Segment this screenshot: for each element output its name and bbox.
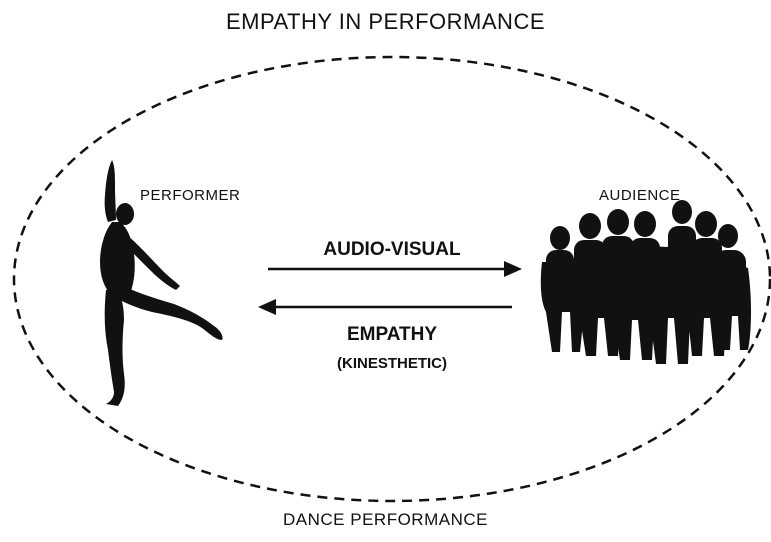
performance-boundary-ellipse [12, 55, 771, 503]
diagram-footer: DANCE PERFORMANCE [283, 510, 488, 529]
empathy-label: EMPATHY [347, 324, 437, 345]
diagram-title: EMPATHY IN PERFORMANCE [225, 9, 546, 34]
audio-visual-arrow [268, 261, 522, 277]
kinesthetic-label: (KINESTHETIC) [337, 355, 447, 372]
performer-label: PERFORMER [140, 187, 240, 204]
audience-label: AUDIENCE [599, 187, 681, 204]
audience-silhouette-icon [540, 200, 751, 364]
audio-visual-label: AUDIO-VISUAL [323, 239, 461, 260]
performer-silhouette-icon [100, 160, 223, 406]
empathy-arrow [258, 299, 512, 315]
